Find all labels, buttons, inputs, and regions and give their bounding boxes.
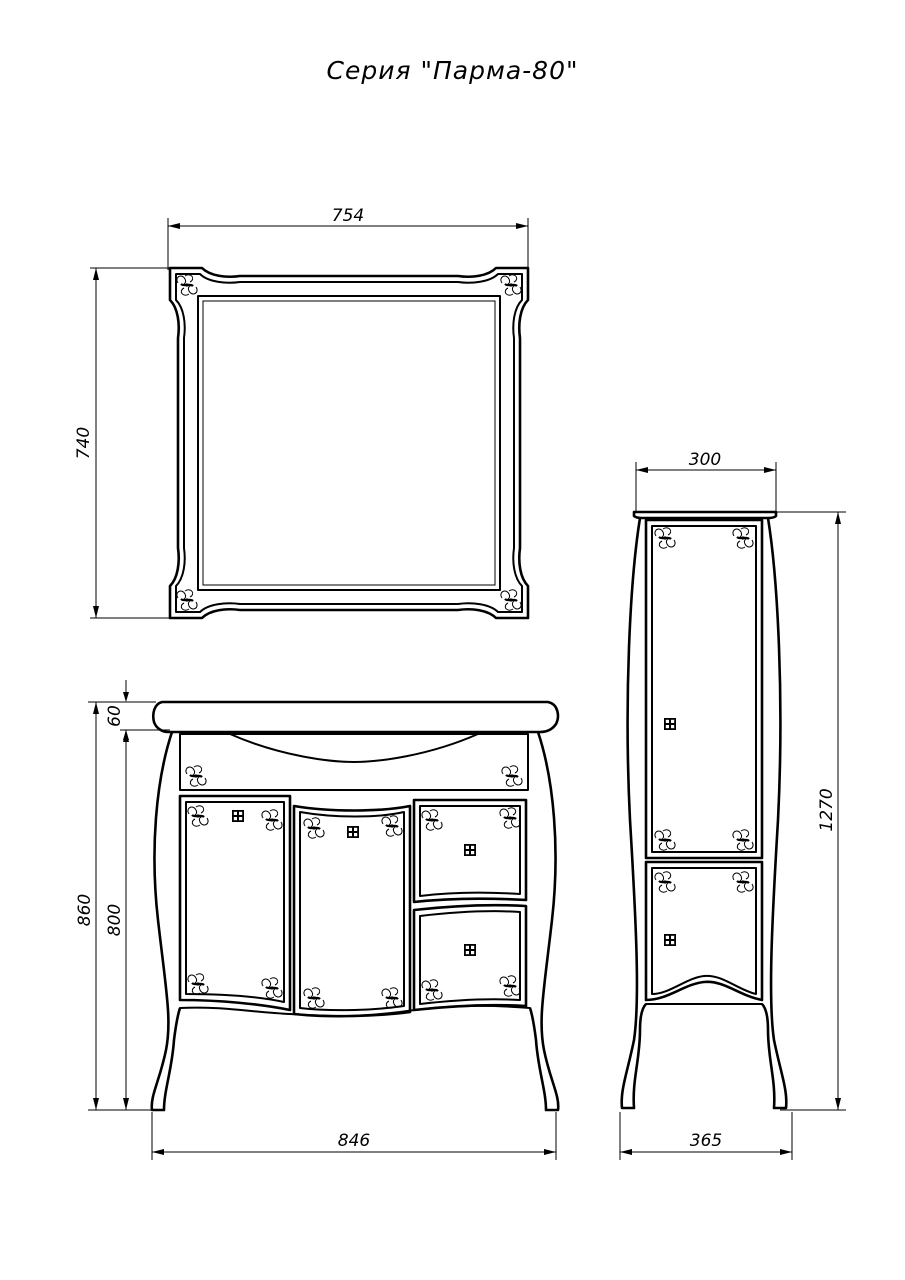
ornament-icon [420, 978, 444, 1002]
door-handle-icon[interactable] [664, 934, 676, 946]
vanity-total-height-label: 860 [75, 894, 95, 926]
mirror-view: 754 740 [74, 206, 530, 620]
ornament-icon [653, 828, 677, 852]
mirror-width-dimension: 754 [167, 206, 529, 270]
column-depth-dimension: 365 [619, 1112, 793, 1160]
column-width-dimension: 300 [635, 450, 777, 512]
ornament-icon [653, 526, 677, 550]
column-width-label: 300 [689, 450, 721, 470]
ornament-icon [184, 764, 208, 788]
drawer-handle-icon[interactable] [464, 944, 476, 956]
vanity-middle-door[interactable] [292, 804, 412, 1018]
column-height-dimension: 1270 [776, 511, 846, 1111]
column-top [632, 510, 778, 520]
mirror-height-dimension: 740 [74, 267, 172, 619]
ornament-icon [499, 588, 523, 612]
vanity-body [150, 731, 560, 1112]
ornament-icon [260, 976, 284, 1000]
column-view: 300 1270 365 [619, 450, 846, 1160]
ornament-icon [186, 804, 210, 828]
ornament-icon [731, 828, 755, 852]
page-title: Серия "Парма-80" [326, 56, 579, 85]
mirror-width-label: 754 [332, 206, 364, 226]
vanity-left-door[interactable] [178, 794, 292, 1012]
door-handle-icon[interactable] [347, 826, 359, 838]
ornament-icon [731, 526, 755, 550]
mirror-glass [197, 295, 501, 591]
ornament-icon [500, 764, 524, 788]
vanity-top-thickness-label: 60 [105, 705, 125, 727]
ornament-icon [186, 972, 210, 996]
vanity-width-label: 846 [338, 1131, 371, 1151]
vanity-view: 846 860 800 60 [75, 680, 560, 1160]
mirror-frame-inner-line [175, 273, 523, 613]
ornament-icon [498, 974, 522, 998]
vanity-upper-drawer[interactable] [412, 798, 528, 904]
vanity-countertop [151, 700, 560, 734]
door-handle-icon[interactable] [232, 810, 244, 822]
ornament-icon [175, 588, 199, 612]
ornament-icon [380, 986, 404, 1010]
vanity-body-height-label: 800 [105, 904, 125, 936]
door-handle-icon[interactable] [664, 718, 676, 730]
ornament-icon [302, 986, 326, 1010]
drawer-handle-icon[interactable] [464, 844, 476, 856]
column-body [620, 517, 788, 1110]
ornament-icon [731, 870, 755, 894]
column-depth-label: 365 [690, 1131, 722, 1151]
column-upper-door[interactable] [644, 518, 764, 860]
ornament-icon [380, 814, 404, 838]
ornament-icon [260, 808, 284, 832]
ornament-icon [420, 808, 444, 832]
ornament-icon [302, 816, 326, 840]
column-height-label: 1270 [817, 788, 837, 831]
mirror-height-label: 740 [74, 427, 94, 459]
ornament-icon [653, 870, 677, 894]
vanity-width-dimension: 846 [151, 1112, 557, 1160]
ornament-icon [499, 273, 523, 297]
vanity-lower-drawer[interactable] [412, 903, 528, 1012]
mirror-frame-outer [168, 266, 530, 620]
ornament-icon [175, 273, 199, 297]
ornament-icon [498, 806, 522, 830]
column-lower-door[interactable] [644, 860, 764, 1002]
